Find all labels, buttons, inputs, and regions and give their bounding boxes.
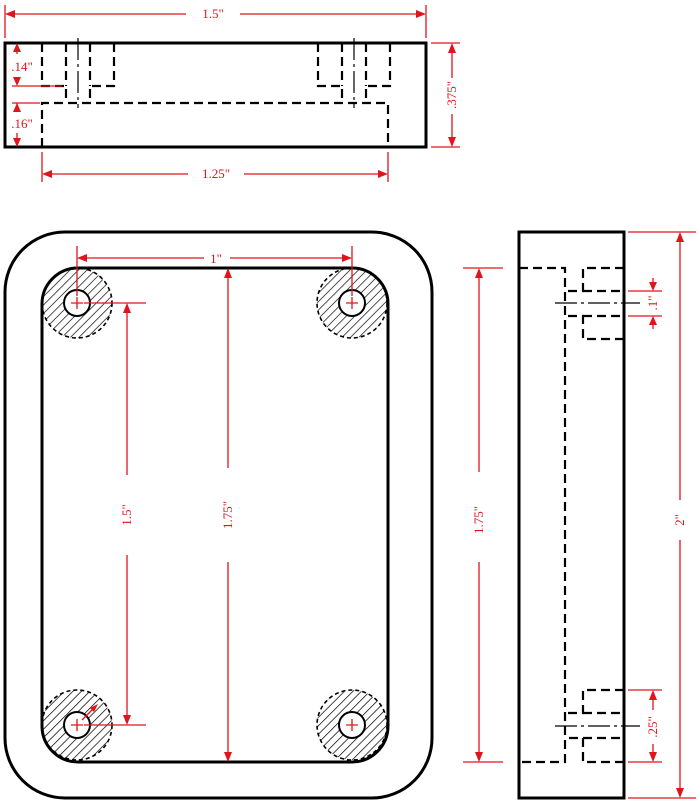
dimension-counterbore-diameter: .25" [628,689,662,763]
dimension-overall-width-label: 1.5" [202,6,224,21]
dimension-overall-length-label: 2" [672,514,687,526]
hole-center-marks [71,297,358,731]
right-view-top-counterbore-hidden [565,266,624,341]
dimension-hole-spacing-x-label: 1" [210,251,222,266]
dimension-pocket-width: 1.25" [41,152,389,182]
dimension-pocket-length-front: 1.75" [220,268,235,762]
top-view-left-hole-hidden [64,43,92,86]
dimension-counterbore-diameter-label: .25" [645,716,660,738]
dimension-counterbore-depth-label: .14" [11,59,33,74]
top-view-pocket-hidden-line [40,101,390,147]
dimension-overall-width: 1.5" [4,5,427,38]
dimension-height: .375" [431,42,460,148]
front-view: 1" 1.5" 1.75" [3,230,434,800]
dimension-counterbore-depth: .14" [11,43,62,87]
dimension-pocket-length-side: 1.75" [463,267,503,763]
right-view-pocket-hidden-line [519,266,567,764]
dimension-hole-diameter-label: .1" [645,295,660,310]
right-view-outline [517,230,626,800]
dimension-base-thickness: .16" [11,102,40,147]
dimension-pocket-width-label: 1.25" [202,166,230,181]
dimension-hole-spacing-y: 1.5" [84,302,146,726]
dimension-hole-spacing-x: 1" [76,246,353,296]
top-view-left-counterbore-hidden [40,43,116,103]
hole-leader [81,704,98,721]
front-view-pocket-outline [40,266,390,764]
dimension-overall-length: 2" [628,231,696,799]
dimension-hole-spacing-y-label: 1.5" [119,504,134,526]
right-view-bottom-counterbore-hidden [565,688,624,764]
top-view-right-hole-hidden [340,43,368,86]
dimension-pocket-length-front-label: 1.75" [220,501,235,529]
top-view-outline [3,41,428,149]
dimension-height-label: .375" [444,81,459,109]
right-view-bottom-hole-hidden [583,711,624,740]
dimension-pocket-length-side-label: 1.75" [471,506,486,534]
top-view: 1.5" .375" .14" .16" [3,5,460,182]
top-view-right-counterbore-hidden [316,43,392,103]
dimension-hole-diameter: .1" [628,278,662,329]
right-view-top-hole-hidden [583,289,624,318]
right-view: .1" .25" 1.75" [463,230,696,800]
dimension-base-thickness-label: .16" [11,116,33,131]
front-view-outer-outline [3,230,434,800]
